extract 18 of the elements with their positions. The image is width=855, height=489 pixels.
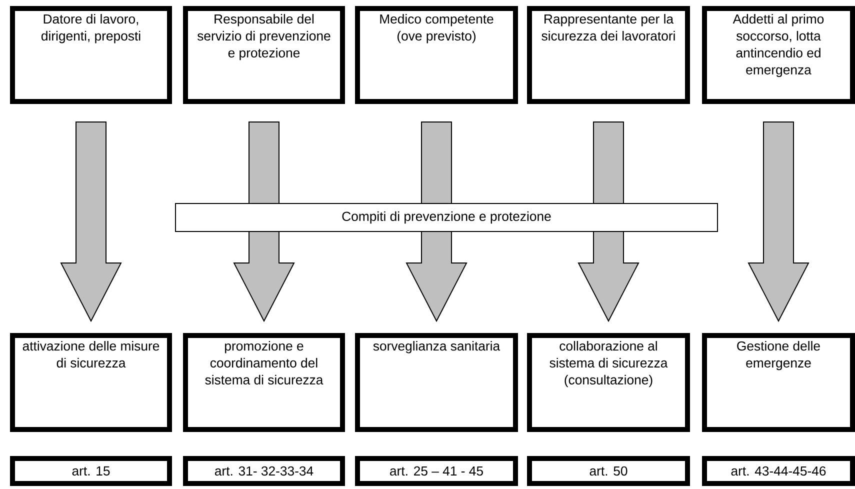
role-box: Medico competente (ove previsto) [355, 6, 518, 104]
band-box: Compiti di prevenzione e protezione [175, 202, 718, 232]
article-box: art. 43-44-45-46 [702, 456, 855, 486]
task-box: attivazione delle misure di sicurezza [10, 332, 172, 432]
task-box: collaborazione al sistema di sicurezza (consultazione) [527, 332, 690, 432]
article-box: art. 15 [10, 456, 172, 486]
role-box: Responsabile del servizio di prevenzione e protezione [183, 6, 345, 104]
role-box: Rappresentante per la sicurezza dei lavoratori [527, 6, 690, 104]
role-box: Datore di lavoro, dirigenti, preposti [10, 6, 172, 104]
article-box: art. 31- 32-33-34 [183, 456, 345, 486]
article-box: art. 25 – 41 - 45 [355, 456, 518, 486]
task-box: Gestione delle emergenze [702, 332, 855, 432]
role-box: Addetti al primo soccorso, lotta antincendio ed emergenza [702, 6, 855, 104]
task-box: sorveglianza sanitaria [355, 332, 518, 432]
task-box: promozione e coordinamento del sistema di sicurezza [183, 332, 345, 432]
block-arrow [60, 121, 122, 322]
block-arrow [748, 121, 810, 322]
article-box: art. 50 [527, 456, 690, 486]
